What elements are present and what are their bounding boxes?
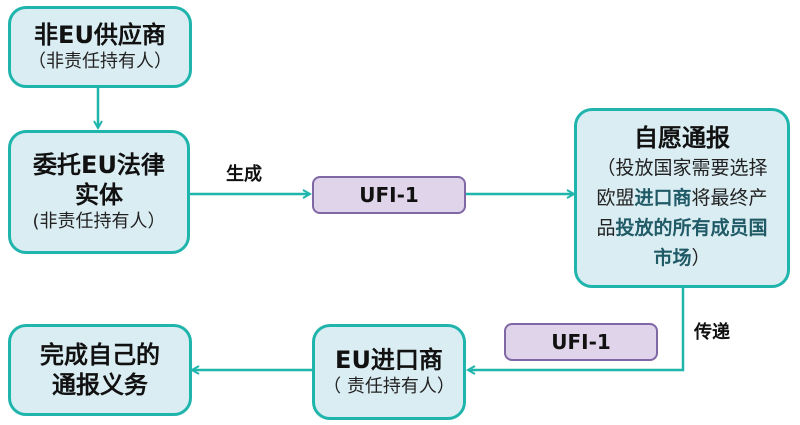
node-title: 自愿通报: [634, 124, 730, 152]
node-description: （投放国家需要选择欧盟进口商将最终产品投放的所有成员国市场）: [592, 153, 772, 273]
node-voluntary-notification: 自愿通报 （投放国家需要选择欧盟进口商将最终产品投放的所有成员国市场）: [574, 108, 790, 288]
node-title-line2: 通报义务: [52, 371, 148, 399]
description-text: ）: [691, 247, 711, 269]
edge-label-generate: 生成: [226, 164, 262, 185]
node-subtitle: (非责任持有人）: [32, 211, 166, 232]
node-own-notification: 完成自己的 通报义务: [8, 324, 192, 416]
description-text: （投放国家需要选择欧盟: [596, 157, 768, 209]
arrow-notification-to-importer: [468, 287, 685, 370]
node-title: EU进口商: [335, 346, 443, 374]
node-subtitle: （ 责任持有人）: [323, 376, 455, 397]
node-eu-importer: EU进口商 （ 责任持有人）: [312, 324, 466, 420]
node-subtitle: （非责任持有人）: [28, 51, 172, 72]
highlighted-text: 进口商: [634, 187, 692, 209]
node-title: 非EU供应商: [34, 21, 166, 49]
node-non-eu-supplier: 非EU供应商 （非责任持有人）: [8, 6, 192, 88]
description-text: 将最终产品: [596, 187, 768, 239]
node-title-line1: 委托EU法律: [33, 151, 165, 179]
node-eu-legal-entity: 委托EU法律 实体 (非责任持有人）: [8, 130, 190, 254]
node-title-line1: 完成自己的: [40, 341, 160, 369]
node-title-line2: 实体: [75, 181, 123, 209]
edge-label-transmit: 传递: [694, 322, 730, 343]
ufi-tag-top: UFI-1: [312, 176, 466, 214]
ufi-tag-bottom: UFI-1: [504, 323, 658, 361]
highlighted-text: 投放的所有成员国市场: [615, 217, 768, 269]
